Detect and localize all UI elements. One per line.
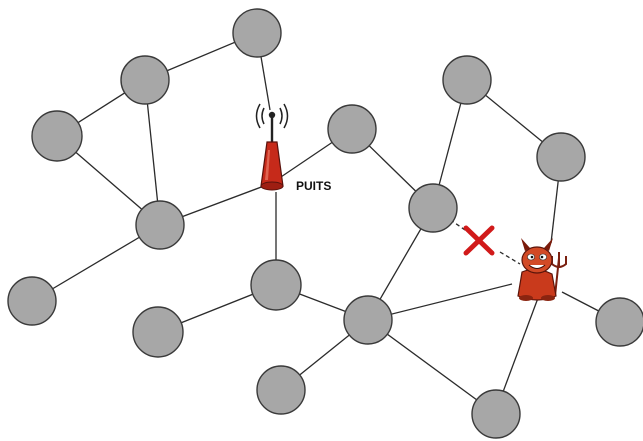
network-link [367,283,513,321]
sensor-node [250,259,302,311]
network-link [31,224,161,302]
sensor-node [343,295,393,345]
sensor-node [471,389,521,439]
red-cross-icon [463,225,495,256]
sensor-node [232,8,282,58]
sensor-node [595,297,643,347]
sensor-nodes [7,8,643,439]
sensor-node [536,132,586,182]
sensor-node [327,104,377,154]
devil-icon [517,238,567,301]
sensor-node [7,276,57,326]
sink-label: PUITS [296,179,331,193]
sensor-node [132,306,184,358]
sensor-node [135,200,185,250]
network-links [31,32,621,415]
sensor-node [256,365,306,415]
network-link [499,297,539,401]
network-link [499,251,521,265]
network-link [367,319,497,415]
sensor-node [442,55,492,105]
sensor-node [120,55,170,105]
sensor-node [31,110,83,162]
radio-antenna-icon [255,103,289,191]
sensor-node [408,183,458,233]
